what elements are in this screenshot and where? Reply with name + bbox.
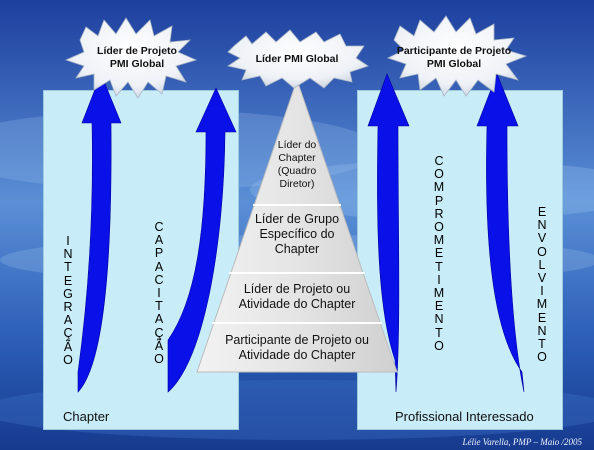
vertical-letter: I	[66, 234, 70, 248]
vertical-letter: V	[537, 271, 547, 286]
vertical-letter: R	[434, 206, 444, 221]
cloud-right	[386, 15, 528, 97]
vertical-letter: A	[63, 313, 73, 328]
capacitation-arrow	[167, 87, 237, 393]
pyramid-level-project-leader: Líder de Projeto ou Atividade do Chapter	[238, 282, 356, 311]
vertical-letter: M	[433, 286, 445, 301]
vertical-letter: A	[154, 312, 164, 327]
vertical-letter: Ç	[63, 326, 73, 341]
cloud-left	[64, 17, 198, 99]
vertical-letter: O	[434, 167, 444, 182]
vertical-letter: I	[157, 286, 161, 301]
vertical-letter: R	[63, 300, 73, 315]
vertical-letter: E	[434, 299, 444, 314]
vertical-letter: M	[433, 180, 445, 195]
vertical-letter: P	[434, 193, 444, 208]
vertical-letter: M	[433, 233, 445, 248]
vertical-letter: N	[434, 312, 444, 327]
pyramid-body	[196, 78, 398, 373]
cloud-center	[226, 29, 369, 89]
vertical-letter: E	[537, 310, 547, 325]
author-credit: Lélie Varella, PMP – Maio /2005	[462, 437, 583, 447]
vertical-letter: T	[538, 337, 546, 352]
vertical-letter: Ç	[154, 325, 164, 340]
vertical-letter: C	[154, 272, 164, 287]
vertical-letter: N	[537, 218, 547, 233]
vertical-letter: O	[537, 244, 547, 259]
vertical-letter: T	[435, 259, 443, 274]
vertical-letter: V	[537, 231, 547, 246]
pyramid-level-participant: Participante de Projeto ou Atividade do …	[225, 333, 369, 362]
vertical-letter: T	[435, 325, 443, 340]
vertical-letter: C	[434, 154, 444, 168]
vertical-letter: O	[537, 350, 547, 365]
pyramid-level-board: Líder do Chapter (Quadro Diretor)	[277, 139, 317, 190]
vertical-letter: Ã	[63, 339, 73, 354]
vertical-letter: I	[540, 284, 544, 299]
commitment-arrow	[367, 73, 410, 393]
involvement-arrow	[476, 73, 525, 393]
vertical-letter: P	[154, 246, 164, 261]
vertical-letter: G	[63, 286, 73, 301]
vertical-letter: I	[437, 272, 441, 287]
vertical-letter: N	[63, 247, 73, 262]
vertical-letter: O	[154, 352, 164, 367]
vertical-letter: O	[434, 220, 444, 235]
cloud-right-label: Participante de Projeto PMI Global	[396, 45, 512, 70]
vertical-letter: A	[154, 233, 164, 248]
vertical-letter: M	[536, 297, 548, 312]
vertical-letter: O	[63, 352, 73, 367]
vertical-letter: T	[64, 260, 72, 275]
cloud-left-label: Líder de Projeto PMI Global	[97, 45, 177, 70]
vertical-letter: T	[155, 299, 163, 314]
chapter-label: Chapter	[63, 409, 110, 424]
integration-arrow	[77, 73, 122, 393]
vertical-letter: Ã	[154, 338, 164, 353]
vertical-letter: A	[154, 259, 164, 274]
vertical-letter: L	[538, 257, 546, 272]
vertical-letter: O	[434, 338, 444, 353]
pyramid-level-group-leader: Líder de Grupo Específico do Chapter	[254, 212, 340, 256]
cloud-center-label: Líder PMI Global	[255, 53, 339, 65]
vertical-letter: C	[154, 220, 164, 234]
vertical-letter: N	[537, 323, 547, 338]
vertical-letter: E	[537, 205, 547, 219]
vertical-letter: E	[434, 246, 444, 261]
professional-label: Profissional Interessado	[395, 409, 534, 424]
vertical-letter: E	[63, 273, 73, 288]
